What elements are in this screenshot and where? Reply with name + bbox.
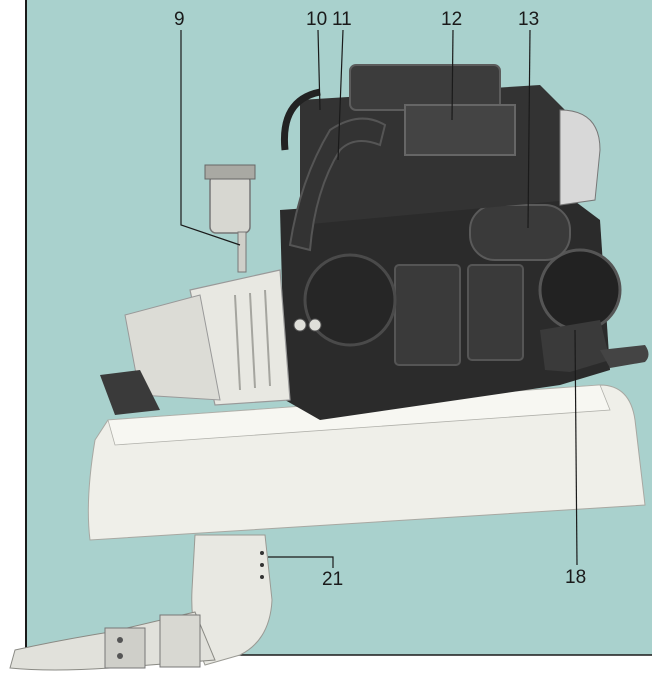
gear-housing xyxy=(100,269,322,415)
leader-9 xyxy=(180,30,241,246)
base-housing xyxy=(87,384,646,541)
leader-10 xyxy=(317,29,321,111)
drive-leg xyxy=(9,534,273,671)
callout-11: 11 xyxy=(332,9,352,30)
callout-12: 12 xyxy=(441,9,463,30)
callout-13: 13 xyxy=(518,9,540,30)
callout-18: 18 xyxy=(565,567,587,588)
fuel-filter xyxy=(204,164,256,273)
mount-bracket xyxy=(600,345,649,368)
leader-21 xyxy=(268,556,334,568)
leader-lines xyxy=(180,29,578,568)
callout-9: 9 xyxy=(174,9,185,30)
leader-11 xyxy=(337,29,344,161)
leader-12 xyxy=(451,29,454,121)
engine-block xyxy=(280,190,622,420)
leader-13 xyxy=(527,29,531,229)
hose xyxy=(280,88,321,151)
callout-10: 10 xyxy=(306,9,328,30)
intake-pipe xyxy=(288,117,387,252)
leader-18 xyxy=(574,329,578,566)
callout-21: 21 xyxy=(322,569,344,590)
